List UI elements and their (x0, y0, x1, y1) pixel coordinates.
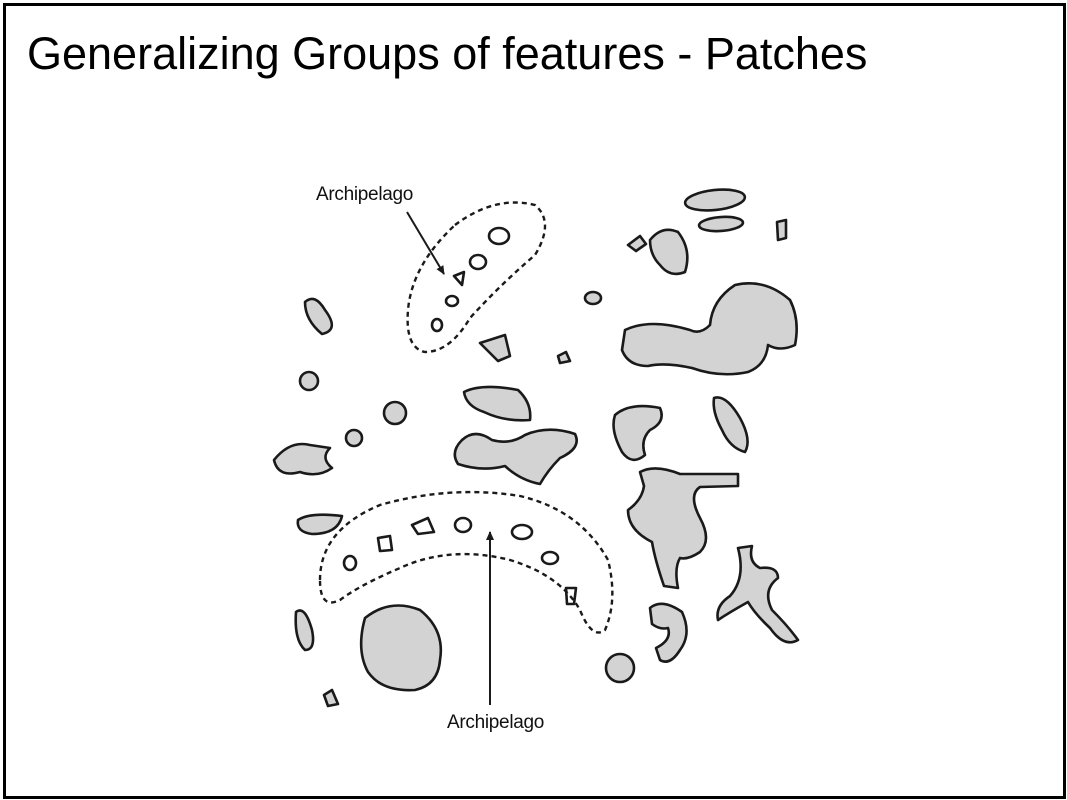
patch (462, 385, 532, 422)
patch (382, 400, 408, 426)
slide-frame (3, 3, 1066, 799)
patch (296, 513, 344, 536)
archipelago-label-top: Archipelago (316, 184, 413, 205)
patch (716, 544, 800, 644)
island (410, 516, 436, 536)
patch (648, 602, 688, 663)
patch (298, 370, 320, 392)
patch (322, 688, 340, 708)
island (430, 317, 444, 333)
island (444, 294, 460, 308)
archipelago-outline-top (406, 201, 547, 354)
patch (294, 609, 315, 652)
patch (648, 228, 689, 276)
patch (604, 652, 636, 684)
patch (620, 282, 798, 376)
patch (303, 297, 334, 336)
island (452, 270, 466, 287)
patch (556, 350, 572, 365)
patch (626, 234, 648, 253)
patch (775, 218, 788, 242)
island (342, 554, 358, 572)
archipelago-outline-bottom (318, 490, 614, 634)
island (487, 226, 511, 246)
archipelago-label-bottom: Archipelago (447, 712, 544, 733)
island (540, 550, 560, 566)
island (468, 253, 488, 271)
island (376, 534, 394, 553)
patch (697, 215, 745, 233)
slide-title: Generalizing Groups of features - Patche… (27, 28, 868, 79)
patch (612, 404, 663, 462)
patch (683, 188, 747, 212)
patch (712, 396, 749, 454)
island (510, 523, 534, 541)
patch (478, 333, 512, 363)
patch (272, 442, 334, 476)
patch (359, 604, 443, 692)
island (453, 516, 473, 534)
patch (453, 428, 578, 486)
arrow-top (406, 211, 445, 275)
patch (583, 290, 603, 306)
patch (344, 428, 364, 448)
patch (626, 467, 740, 590)
